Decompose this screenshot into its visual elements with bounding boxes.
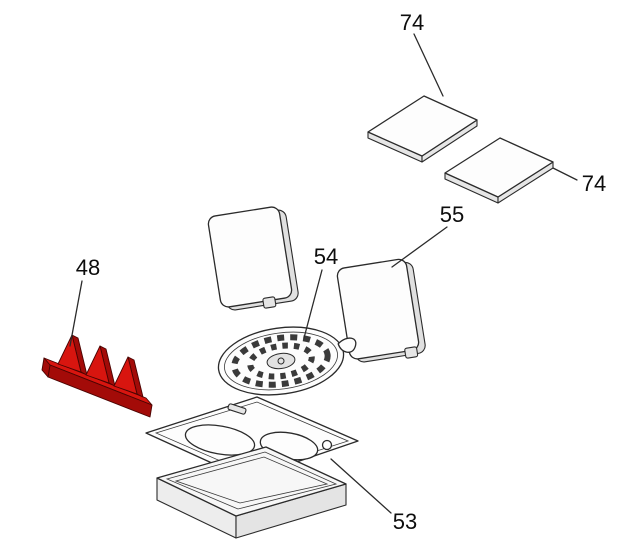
part-ash-tray bbox=[156, 446, 347, 539]
part-side-panel-left bbox=[207, 206, 299, 311]
retainer-prong-2 bbox=[85, 345, 110, 384]
grate-bolt bbox=[277, 357, 285, 365]
label-74-right: 74 bbox=[582, 171, 606, 196]
label-54: 54 bbox=[314, 244, 338, 269]
retainer-bar-end bbox=[41, 357, 51, 378]
tray-rim bbox=[156, 446, 347, 517]
leader-line-74-right bbox=[552, 167, 578, 181]
label-53: 53 bbox=[393, 509, 417, 534]
plate-right-face bbox=[444, 137, 554, 198]
leader-line-55 bbox=[391, 226, 448, 268]
grate-slot-ring-inner bbox=[247, 342, 315, 380]
panel-left-face bbox=[207, 206, 293, 308]
leader-line-74-top bbox=[413, 33, 444, 97]
panel-right-tab bbox=[404, 346, 419, 359]
part-baffle-plate-right bbox=[444, 137, 554, 204]
label-74-top: 74 bbox=[400, 10, 424, 35]
plate-top-face bbox=[367, 95, 478, 157]
tray-inner-rim bbox=[165, 451, 338, 510]
retainer-prong-1 bbox=[57, 334, 82, 373]
leader-line-54 bbox=[303, 269, 323, 339]
part-baffle-plate-top bbox=[367, 95, 478, 163]
tray-floor bbox=[174, 456, 329, 504]
leader-line-48 bbox=[69, 280, 83, 347]
retainer-prong-3 bbox=[113, 356, 138, 395]
grate-rim bbox=[224, 331, 338, 391]
part-side-panel-right bbox=[336, 258, 426, 363]
grate-slot-ring-outer bbox=[231, 334, 331, 388]
part-log-retainer-highlighted bbox=[41, 334, 153, 418]
grate-handle bbox=[337, 337, 357, 353]
panel-right-face bbox=[336, 258, 420, 360]
panel-left-tab bbox=[262, 296, 277, 309]
label-55: 55 bbox=[440, 202, 464, 227]
frame-hole bbox=[321, 439, 333, 451]
frame-latch-detail bbox=[227, 403, 247, 415]
frame-inner-rim bbox=[154, 401, 350, 474]
label-48: 48 bbox=[76, 255, 100, 280]
leader-line-53 bbox=[330, 458, 392, 514]
frame-opening-left bbox=[184, 424, 256, 456]
part-grate bbox=[217, 326, 357, 396]
